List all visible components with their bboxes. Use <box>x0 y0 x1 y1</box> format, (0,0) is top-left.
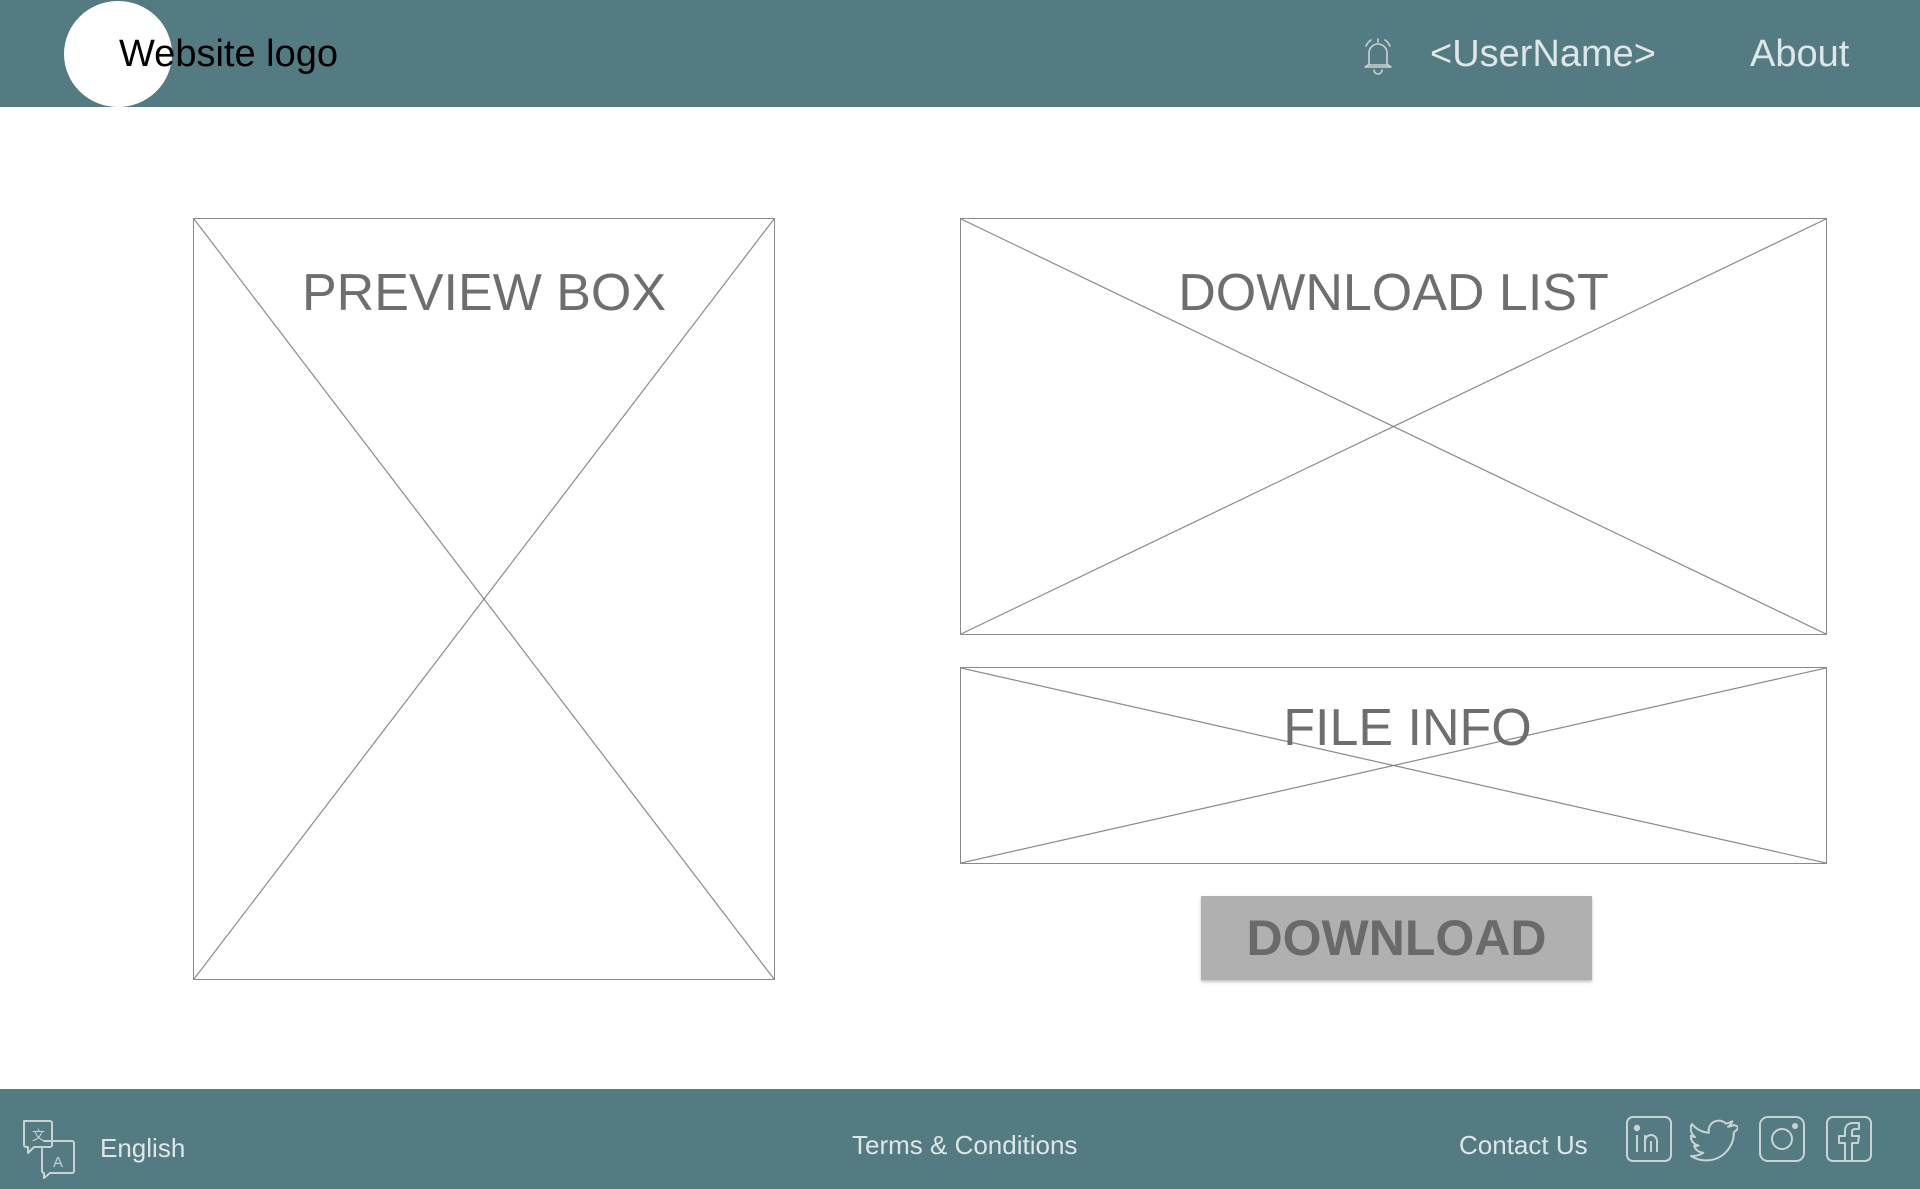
placeholder-cross <box>194 219 774 979</box>
download-button[interactable]: DOWNLOAD <box>1201 896 1592 980</box>
file-info-label: FILE INFO <box>1283 699 1532 757</box>
preview-box: PREVIEW BOX <box>193 218 775 980</box>
bell-icon[interactable] <box>1358 34 1398 78</box>
website-logo-text[interactable]: Website logo <box>119 33 338 75</box>
placeholder-cross <box>961 668 1826 863</box>
contact-link[interactable]: Contact Us <box>1459 1130 1588 1160</box>
linkedin-icon[interactable] <box>1625 1115 1673 1163</box>
download-list-label: DOWNLOAD LIST <box>1178 264 1609 322</box>
facebook-icon[interactable] <box>1825 1115 1873 1163</box>
language-selector[interactable]: English <box>100 1133 186 1163</box>
placeholder-cross <box>961 219 1826 634</box>
translate-icon[interactable]: 文 A <box>20 1117 80 1179</box>
footer: 文 A English Terms & Conditions Contact U… <box>0 1089 1920 1189</box>
about-link[interactable]: About <box>1750 33 1850 75</box>
top-navbar: Website logo <UserName> About <box>0 0 1920 107</box>
twitter-icon[interactable] <box>1690 1115 1738 1163</box>
username-link[interactable]: <UserName> <box>1430 33 1656 75</box>
preview-box-label: PREVIEW BOX <box>301 264 667 322</box>
logo-circle[interactable] <box>64 1 172 107</box>
terms-link[interactable]: Terms & Conditions <box>852 1130 1078 1160</box>
instagram-icon[interactable] <box>1758 1115 1806 1163</box>
svg-text:A: A <box>53 1154 63 1171</box>
svg-text:文: 文 <box>32 1129 45 1144</box>
file-info: FILE INFO <box>960 667 1827 864</box>
download-list: DOWNLOAD LIST <box>960 218 1827 635</box>
